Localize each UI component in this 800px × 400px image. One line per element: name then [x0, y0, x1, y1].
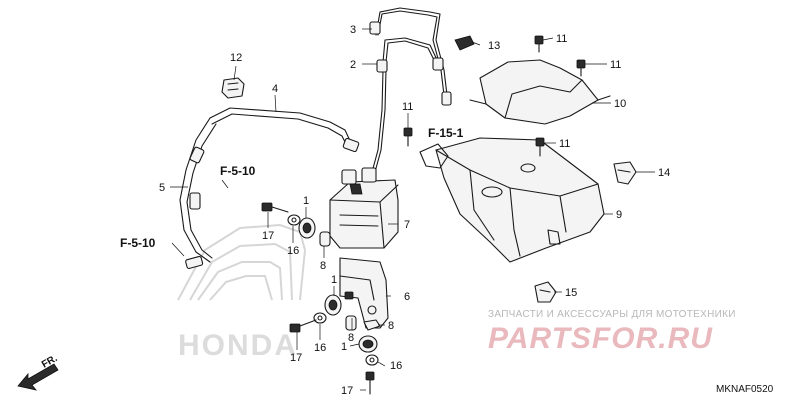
ref-f-15-1: F-15-1 — [428, 126, 464, 140]
callout-12: 12 — [230, 52, 242, 64]
ref-f-5-10-upper: F-5-10 — [220, 164, 256, 178]
callout-16-a: 16 — [287, 245, 299, 257]
honda-watermark-logo — [177, 223, 307, 301]
callout-1-c: 1 — [341, 341, 347, 353]
callout-16-b: 16 — [314, 342, 326, 354]
screw-11d — [535, 137, 545, 157]
callout-16-c: 16 — [390, 360, 402, 372]
callout-1-b: 1 — [331, 274, 337, 286]
screw-11a — [534, 35, 544, 53]
collar-8a — [319, 231, 331, 247]
diagram-code: MKNAF0520 — [716, 384, 774, 395]
grommet-1c — [358, 335, 378, 353]
collar-8b — [345, 315, 357, 331]
washer-16c — [365, 354, 379, 366]
battery-tray-9 — [419, 137, 605, 263]
brake-hose-4 — [209, 107, 360, 153]
band-15 — [534, 281, 557, 303]
ref-f-5-10-lower: F-5-10 — [120, 236, 156, 250]
callout-7: 7 — [404, 219, 410, 231]
callout-17-b: 17 — [290, 352, 302, 364]
screw-11c — [403, 127, 413, 147]
bolt-17a — [261, 202, 289, 213]
callout-6: 6 — [404, 291, 410, 303]
callout-4: 4 — [272, 83, 278, 95]
bolt-on-bracket — [344, 291, 354, 300]
shop-brand: PARTSFOR.RU — [488, 322, 713, 355]
callout-13: 13 — [488, 40, 500, 52]
washer-16b — [313, 312, 327, 324]
abs-modulator-7 — [329, 167, 399, 249]
callout-8-a: 8 — [320, 260, 326, 272]
callout-11-a: 11 — [556, 33, 567, 45]
grommet-1b — [324, 294, 342, 316]
callout-11-b: 11 — [610, 59, 621, 71]
callout-11-c: 11 — [402, 101, 413, 113]
cover-10 — [469, 59, 611, 125]
shop-caption: ЗАПЧАСТИ И АКСЕССУАРЫ ДЛЯ МОТОТЕХНИКИ — [488, 309, 736, 320]
brake-hose-5 — [179, 117, 217, 270]
callout-1-a: 1 — [303, 195, 309, 207]
callout-14: 14 — [658, 167, 670, 179]
screw-11b — [576, 59, 586, 77]
callout-17-a: 17 — [262, 230, 274, 242]
bolt-17c — [365, 371, 375, 395]
callout-3: 3 — [350, 24, 356, 36]
brake-pipe-2 — [371, 37, 444, 173]
rubber-13 — [454, 35, 475, 51]
washer-16a — [287, 214, 301, 226]
collar-8c — [363, 319, 381, 331]
bolt-17b — [289, 319, 317, 333]
honda-watermark-text: HONDA — [178, 329, 298, 362]
clip-12 — [221, 77, 245, 99]
callout-15: 15 — [565, 287, 577, 299]
front-direction-arrow — [17, 363, 59, 391]
callout-17-c: 17 — [341, 385, 353, 397]
callout-8-b: 8 — [348, 332, 354, 344]
callout-2: 2 — [350, 59, 356, 71]
grommet-1a — [298, 217, 316, 239]
callout-11-d: 11 — [559, 138, 570, 150]
callout-5: 5 — [159, 182, 165, 194]
callout-9: 9 — [616, 209, 622, 221]
leader-lines — [170, 28, 655, 391]
clamp-14 — [613, 161, 637, 185]
callout-10: 10 — [614, 98, 626, 110]
callout-8-c: 8 — [388, 320, 394, 332]
